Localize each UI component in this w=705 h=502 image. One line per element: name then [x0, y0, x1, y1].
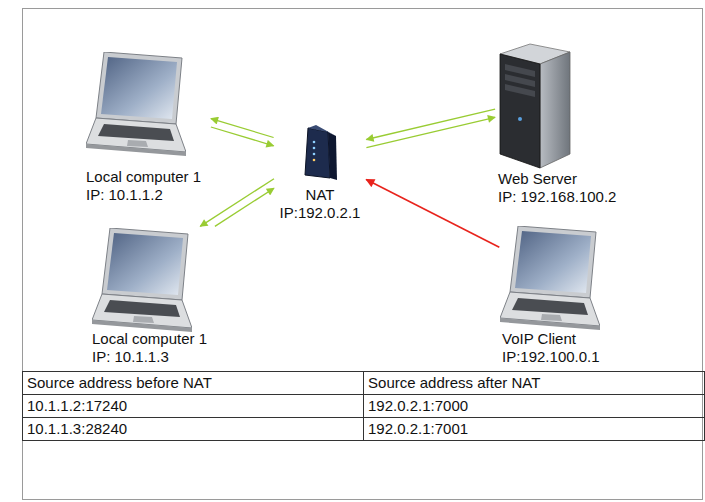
laptop-icon: [500, 226, 600, 330]
traffic-arrow: [200, 179, 274, 227]
traffic-arrow: [211, 127, 274, 146]
device-name: NAT: [306, 186, 335, 204]
ip-address: IP: 10.1.1.2: [86, 186, 163, 204]
laptop-icon: [92, 228, 192, 332]
table-row: Source address before NATSource address …: [23, 372, 705, 395]
device-name: VoIP Client: [502, 330, 576, 348]
device-name: Local computer 1: [86, 168, 201, 186]
local-computer: Local computer 1IP: 10.1.1.3: [92, 228, 214, 366]
frame-border: [23, 9, 703, 500]
nat-router-icon: [305, 125, 337, 180]
server-icon: [500, 44, 570, 168]
table-cell: 10.1.1.3:28240: [23, 418, 364, 441]
ip-address: IP:192.100.0.1: [502, 348, 600, 366]
table-header: Source address after NAT: [364, 372, 705, 395]
table-row: 10.1.1.3:28240192.0.2.1:7001: [23, 418, 705, 441]
nat-router: NATIP:192.0.2.1: [277, 128, 364, 222]
traffic-arrow: [215, 188, 274, 226]
ip-address: IP:192.0.2.1: [280, 204, 361, 222]
device-name: Local computer 1: [92, 330, 207, 348]
table-cell: 192.0.2.1:7000: [364, 395, 705, 418]
table-row: 10.1.1.2:17240192.0.2.1:7000: [23, 395, 705, 418]
blocked-connection-arrow: [366, 180, 499, 248]
table-header: Source address before NAT: [23, 372, 364, 395]
table-cell: 10.1.1.2:17240: [23, 395, 364, 418]
local-computer: Local computer 1IP: 10.1.1.2: [86, 48, 208, 204]
traffic-arrow: [211, 119, 274, 138]
nat-table: Source address before NATSource address …: [22, 371, 705, 441]
table-cell: 192.0.2.1:7001: [364, 418, 705, 441]
ip-address: IP: 192.168.100.2: [498, 188, 616, 206]
traffic-arrow: [366, 109, 495, 139]
voip-client: VoIP ClientIP:192.100.0.1: [502, 230, 606, 366]
device-name: Web Server: [498, 170, 577, 188]
traffic-arrow: [366, 117, 495, 147]
ip-address: IP: 10.1.1.3: [92, 348, 169, 366]
laptop-icon: [86, 52, 186, 156]
web-server: Web ServerIP: 192.168.100.2: [498, 42, 623, 206]
